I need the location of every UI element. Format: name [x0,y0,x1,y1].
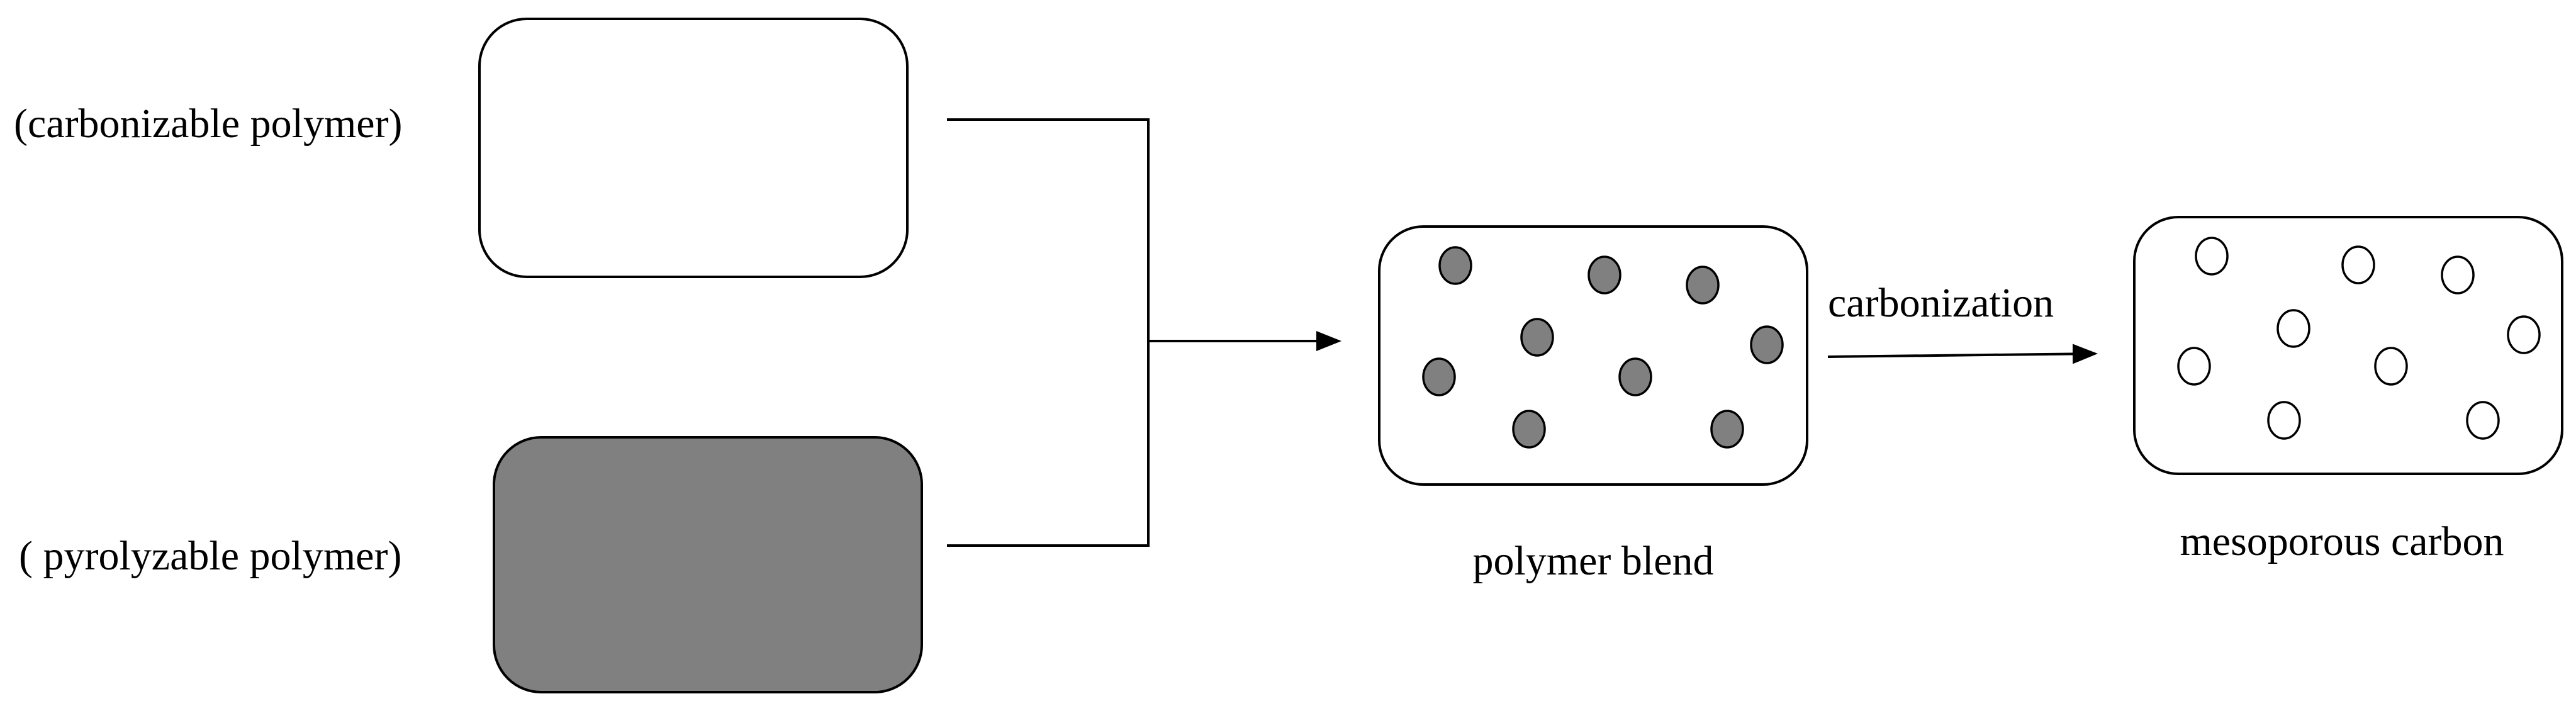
pyrolyzable-polymer-label: ( pyrolyzable polymer) [19,533,401,579]
merge-connector-bottom [947,341,1150,547]
merge-connector-top [947,118,1150,341]
particle [1588,255,1621,294]
particle [1438,246,1472,285]
particle [1520,318,1554,357]
pore [2195,237,2229,276]
pore [2507,315,2541,354]
particle [1422,357,1456,396]
pore [2341,245,2375,284]
carbonizable-polymer-label: (carbonizable polymer) [14,101,403,147]
carbonizable-polymer-box [478,18,909,278]
polymer-blend-particles [1422,246,1784,449]
particle [1686,266,1720,305]
polymer-blend-label: polymer blend [1472,538,1713,584]
pore [2441,255,2475,294]
pore [2267,401,2301,440]
pore [2374,347,2408,386]
pyrolyzable-polymer-box [493,436,923,693]
particle [1750,325,1784,364]
mesoporous-carbon-label: mesoporous carbon [2180,518,2504,564]
mesoporous-carbon-pores [2177,237,2541,440]
carbonization-label: carbonization [1828,280,2054,326]
pore [2466,401,2500,440]
particle [1710,410,1744,449]
particle [1618,357,1652,396]
particle [1512,410,1546,449]
pore [2276,309,2310,348]
carbonization-arrow [1827,344,2098,364]
pore [2177,347,2211,386]
